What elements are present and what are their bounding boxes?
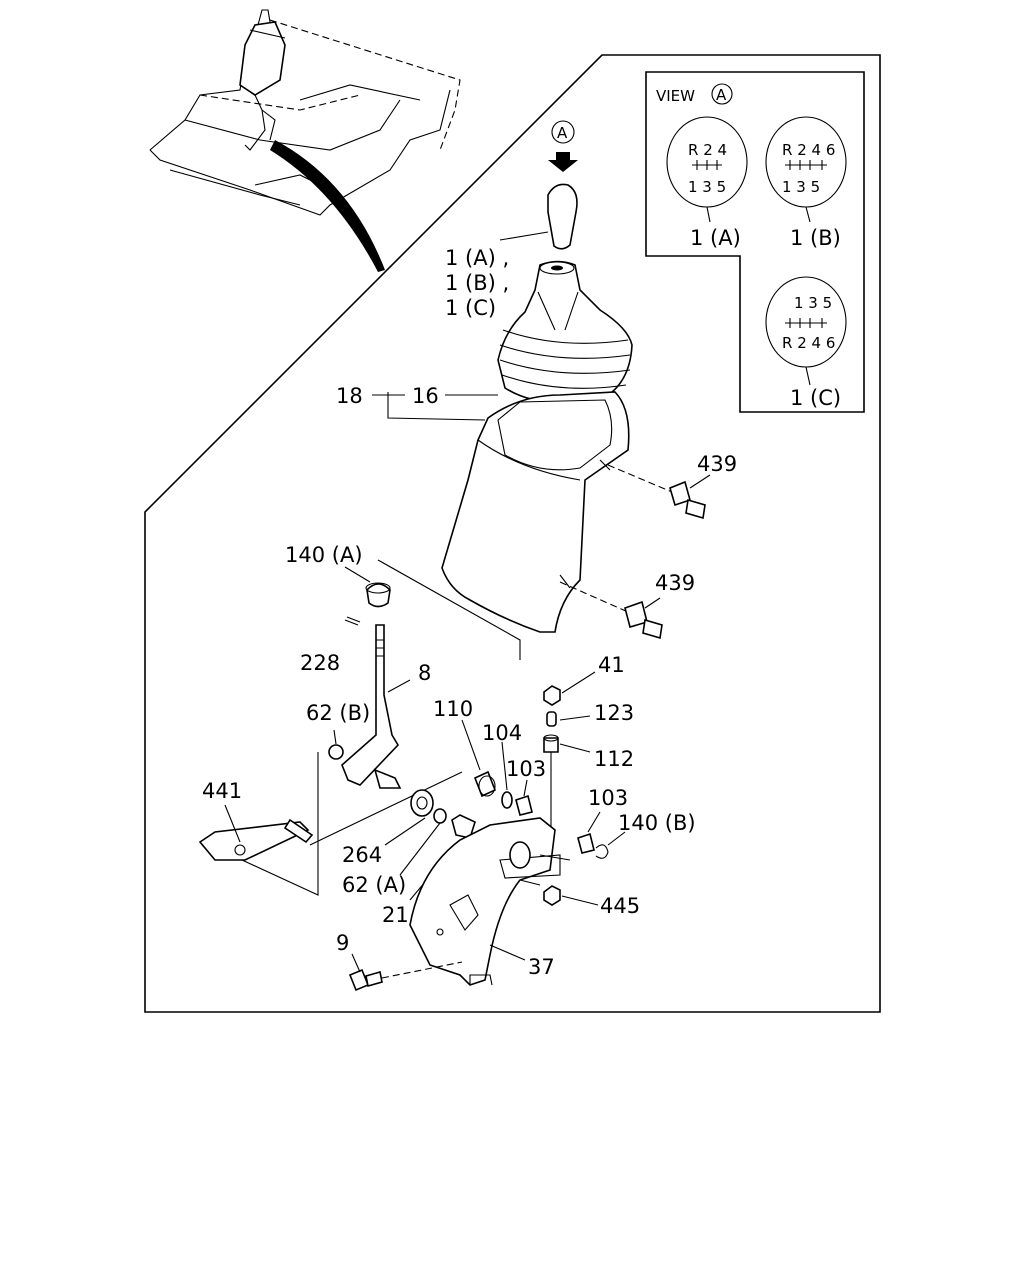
washer-264: 264	[342, 789, 434, 867]
knob-1a-label: 1 (A)	[690, 226, 741, 250]
label-37: 37	[528, 955, 555, 979]
console-part-18	[441, 391, 630, 633]
knob-pattern-1a: R 2 4 1 3 5 1 (A)	[666, 116, 748, 250]
label-140a: 140 (A)	[285, 543, 363, 567]
view-title: VIEW	[656, 87, 695, 105]
screw-439-lower: 439	[559, 571, 695, 640]
bushing-103-lower: 103	[577, 786, 628, 854]
link-part-441: 441	[198, 771, 463, 861]
pin-228: 228	[300, 616, 361, 675]
label-110: 110	[433, 697, 473, 721]
bracket-part-37: 37	[409, 817, 571, 986]
shift-lever-part-8: 8	[341, 624, 431, 789]
label-264: 264	[342, 843, 382, 867]
view-arrow-a: A	[548, 120, 578, 172]
knob-pattern-1b: R 2 4 6 1 3 5 1 (B)	[765, 116, 847, 250]
screw-439-upper: 439	[607, 452, 737, 520]
knob-1c-top: 1 3 5	[794, 294, 832, 312]
label-103-upper: 103	[506, 757, 546, 781]
bushing-103-upper: 103	[506, 757, 546, 816]
label-441: 441	[202, 779, 242, 803]
bushing-110: 110	[433, 697, 497, 798]
knob-pattern-1c: 1 3 5 R 2 4 6 1 (C)	[765, 276, 847, 410]
knob-1b-top: R 2 4 6	[782, 141, 835, 159]
nut-445: 445	[543, 885, 640, 918]
label-140b: 140 (B)	[618, 811, 696, 835]
knob-1b-bottom: 1 3 5	[782, 178, 820, 196]
label-439-lower: 439	[655, 571, 695, 595]
label-123: 123	[594, 701, 634, 725]
label-104: 104	[482, 721, 522, 745]
knob-1a-bottom: 1 3 5	[688, 178, 726, 196]
label-439-upper: 439	[697, 452, 737, 476]
label-62a: 62 (A)	[342, 873, 406, 897]
shift-boot-part-16	[497, 260, 633, 404]
knob-1c-bottom: R 2 4 6	[782, 334, 835, 352]
view-arrow-marker: A	[557, 124, 568, 142]
nut-41: 41	[543, 653, 625, 706]
label-445: 445	[600, 894, 640, 918]
shift-knob-part-1: 1 (A) , 1 (B) , 1 (C)	[445, 183, 578, 320]
grommet-140a: 140 (A)	[285, 543, 521, 660]
label-228: 228	[300, 651, 340, 675]
vehicle-floor-inset	[149, 9, 461, 272]
bushing-21: 21	[382, 814, 476, 927]
bushing-112: 112	[543, 734, 634, 845]
clip-140b: 140 (B)	[595, 811, 696, 859]
label-1b: 1 (B) ,	[445, 271, 509, 295]
knob-1a-top: R 2 4	[688, 141, 727, 159]
label-112: 112	[594, 747, 634, 771]
washer-62a: 62 (A)	[342, 808, 447, 897]
nut-62b: 62 (B)	[241, 701, 370, 896]
knob-1c-label: 1 (C)	[790, 386, 841, 410]
knob-1b-label: 1 (B)	[790, 226, 841, 250]
label-103-lower: 103	[588, 786, 628, 810]
label-1c: 1 (C)	[445, 296, 496, 320]
main-frame	[144, 54, 881, 1013]
label-62b: 62 (B)	[306, 701, 370, 725]
label-21: 21	[382, 903, 409, 927]
label-18: 18	[336, 384, 363, 408]
view-a-box: VIEW A R 2 4 1 3 5 1 (A) R 2 4 6 1 3 5 1…	[645, 71, 865, 413]
view-marker: A	[716, 86, 727, 104]
collar-123: 123	[546, 701, 634, 727]
bolt-9: 9	[336, 931, 463, 992]
label-16: 16	[412, 384, 439, 408]
washer-104: 104	[482, 721, 522, 809]
bracket-16-18: 16 18	[336, 384, 498, 421]
label-8: 8	[418, 661, 431, 685]
label-1a: 1 (A) ,	[445, 246, 509, 270]
label-9: 9	[336, 931, 349, 955]
label-41: 41	[598, 653, 625, 677]
